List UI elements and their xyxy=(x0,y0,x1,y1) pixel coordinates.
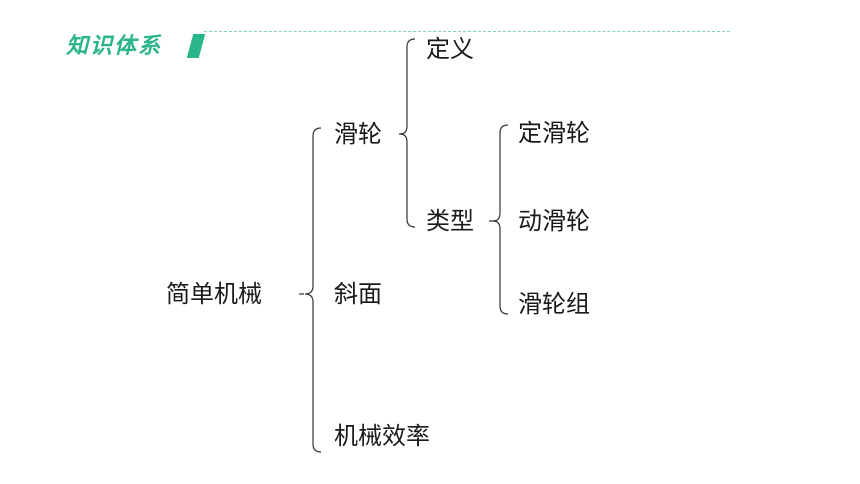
root-bracket xyxy=(304,127,322,453)
node-incline: 斜面 xyxy=(334,280,382,308)
node-definition: 定义 xyxy=(426,35,474,63)
title-divider-line xyxy=(204,31,730,32)
node-fixed-pulley: 定滑轮 xyxy=(518,119,590,147)
node-types: 类型 xyxy=(426,207,474,235)
node-pulley: 滑轮 xyxy=(334,120,382,148)
node-mechanical-efficiency: 机械效率 xyxy=(334,422,430,450)
section-title: 知识体系 xyxy=(66,34,163,59)
types-bracket xyxy=(492,124,509,315)
node-pulley-block: 滑轮组 xyxy=(518,290,590,318)
pulley-bracket xyxy=(399,38,416,228)
node-simple-machines: 简单机械 xyxy=(166,280,262,308)
node-movable-pulley: 动滑轮 xyxy=(518,207,590,235)
